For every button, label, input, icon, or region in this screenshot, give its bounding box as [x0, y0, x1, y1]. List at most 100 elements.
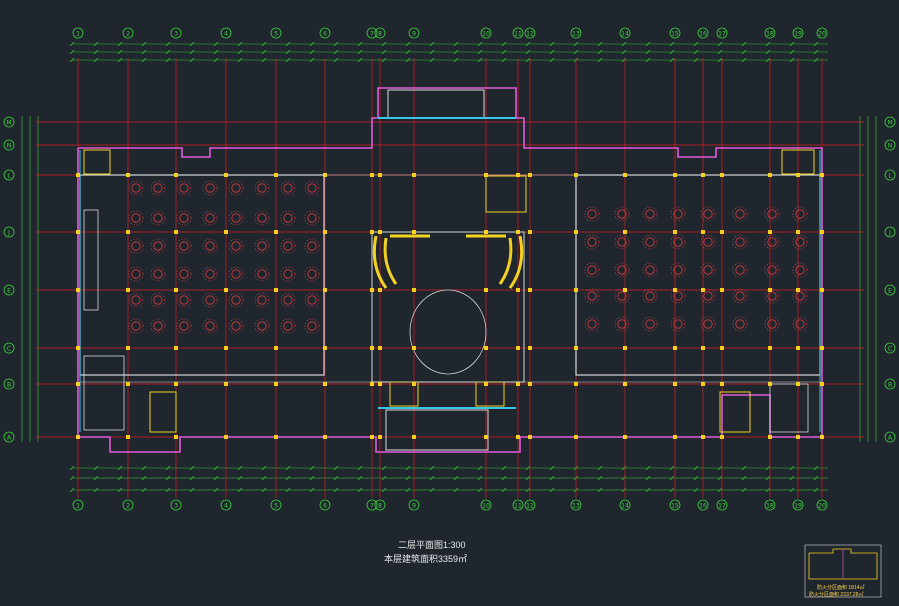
dimension-tick: [765, 41, 771, 47]
axis-label: L: [7, 173, 11, 180]
table-chairs: [228, 292, 244, 308]
axis-label: 2: [126, 31, 130, 38]
column-marker: [378, 288, 382, 292]
round-table: [307, 295, 317, 305]
column-marker: [484, 435, 488, 439]
table-chairs: [202, 238, 218, 254]
dimension-tick: [285, 475, 291, 481]
table-chairs: [228, 266, 244, 282]
dimension-tick: [477, 487, 483, 493]
table-chairs: [584, 206, 600, 222]
column-marker: [516, 346, 520, 350]
column-marker: [796, 435, 800, 439]
axis-bubble: [3, 139, 15, 151]
dimension-tick: [789, 49, 795, 55]
column-marker: [378, 435, 382, 439]
column-marker: [768, 435, 772, 439]
dimension-tick: [405, 49, 411, 55]
table-chairs: [254, 292, 270, 308]
axis-bubble: [3, 169, 15, 181]
dimension-tick: [525, 41, 531, 47]
dimension-tick: [429, 465, 435, 471]
column-marker: [768, 382, 772, 386]
column-marker: [574, 382, 578, 386]
table-chairs: [280, 238, 296, 254]
round-table: [307, 213, 317, 223]
table-chairs: [670, 262, 686, 278]
round-table: [205, 321, 215, 331]
axis-label: 1: [76, 503, 80, 510]
axis-bubble: [122, 27, 134, 39]
axis-bubble: [72, 27, 84, 39]
round-table: [307, 269, 317, 279]
column-marker: [820, 173, 824, 177]
column-marker: [673, 288, 677, 292]
axis-label: 3: [174, 503, 178, 510]
axis-bubble: [270, 499, 282, 511]
table-chairs: [614, 206, 630, 222]
dimension-tick: [333, 465, 339, 471]
table-chairs: [700, 288, 716, 304]
dimension-tick: [357, 487, 363, 493]
column-marker: [76, 230, 80, 234]
axis-bubble: [3, 226, 15, 238]
axis-bubble: [270, 27, 282, 39]
column-marker: [574, 346, 578, 350]
column-marker: [378, 173, 382, 177]
axis-bubble: [374, 499, 386, 511]
column-marker: [323, 288, 327, 292]
column-marker: [126, 435, 130, 439]
round-table: [645, 209, 655, 219]
axis-bubble: [669, 499, 681, 511]
axis-bubble: [570, 27, 582, 39]
left-banquet-hall: [79, 174, 325, 376]
dimension-lines: [21, 41, 877, 493]
dimension-tick: [501, 487, 507, 493]
column-marker: [412, 435, 416, 439]
axis-bubble: [122, 499, 134, 511]
column-marker: [274, 346, 278, 350]
dimension-tick: [717, 57, 723, 63]
table-chairs: [584, 288, 600, 304]
column-marker: [274, 382, 278, 386]
column-marker: [623, 346, 627, 350]
column-marker: [174, 288, 178, 292]
dimension-tick: [621, 41, 627, 47]
dimension-tick: [741, 41, 747, 47]
axis-label: J: [888, 230, 891, 237]
axis-label: 10: [482, 503, 490, 510]
dimension-tick: [477, 475, 483, 481]
drawing-title: 二层平面图1:300: [398, 540, 466, 550]
column-marker: [126, 382, 130, 386]
table-chairs: [670, 206, 686, 222]
axis-bubble: [524, 27, 536, 39]
dimension-tick: [333, 41, 339, 47]
column-marker: [76, 382, 80, 386]
column-marker: [820, 435, 824, 439]
dimension-tick: [357, 475, 363, 481]
axis-bubble: [170, 27, 182, 39]
round-table: [587, 237, 597, 247]
axis-bubble: [792, 499, 804, 511]
dimension-tick: [237, 475, 243, 481]
axis-bubble: [374, 27, 386, 39]
west-service-core: [83, 355, 125, 431]
round-table: [179, 213, 189, 223]
axis-bubble: [697, 499, 709, 511]
column-marker: [126, 230, 130, 234]
axis-bubble: [764, 499, 776, 511]
axis-label: 12: [526, 31, 534, 38]
axis-bubble: [619, 499, 631, 511]
column-marker: [412, 382, 416, 386]
column-marker: [623, 382, 627, 386]
dimension-tick: [189, 487, 195, 493]
round-table: [767, 265, 777, 275]
table-chairs: [614, 316, 630, 332]
dimension-tick: [141, 475, 147, 481]
axis-label: N: [888, 143, 893, 150]
axis-grid-lines: 1122334455667788991010111112121313141415…: [3, 27, 896, 511]
axis-bubble: [408, 27, 420, 39]
round-table: [735, 237, 745, 247]
round-table: [673, 265, 683, 275]
right-banquet-hall: [575, 174, 821, 376]
